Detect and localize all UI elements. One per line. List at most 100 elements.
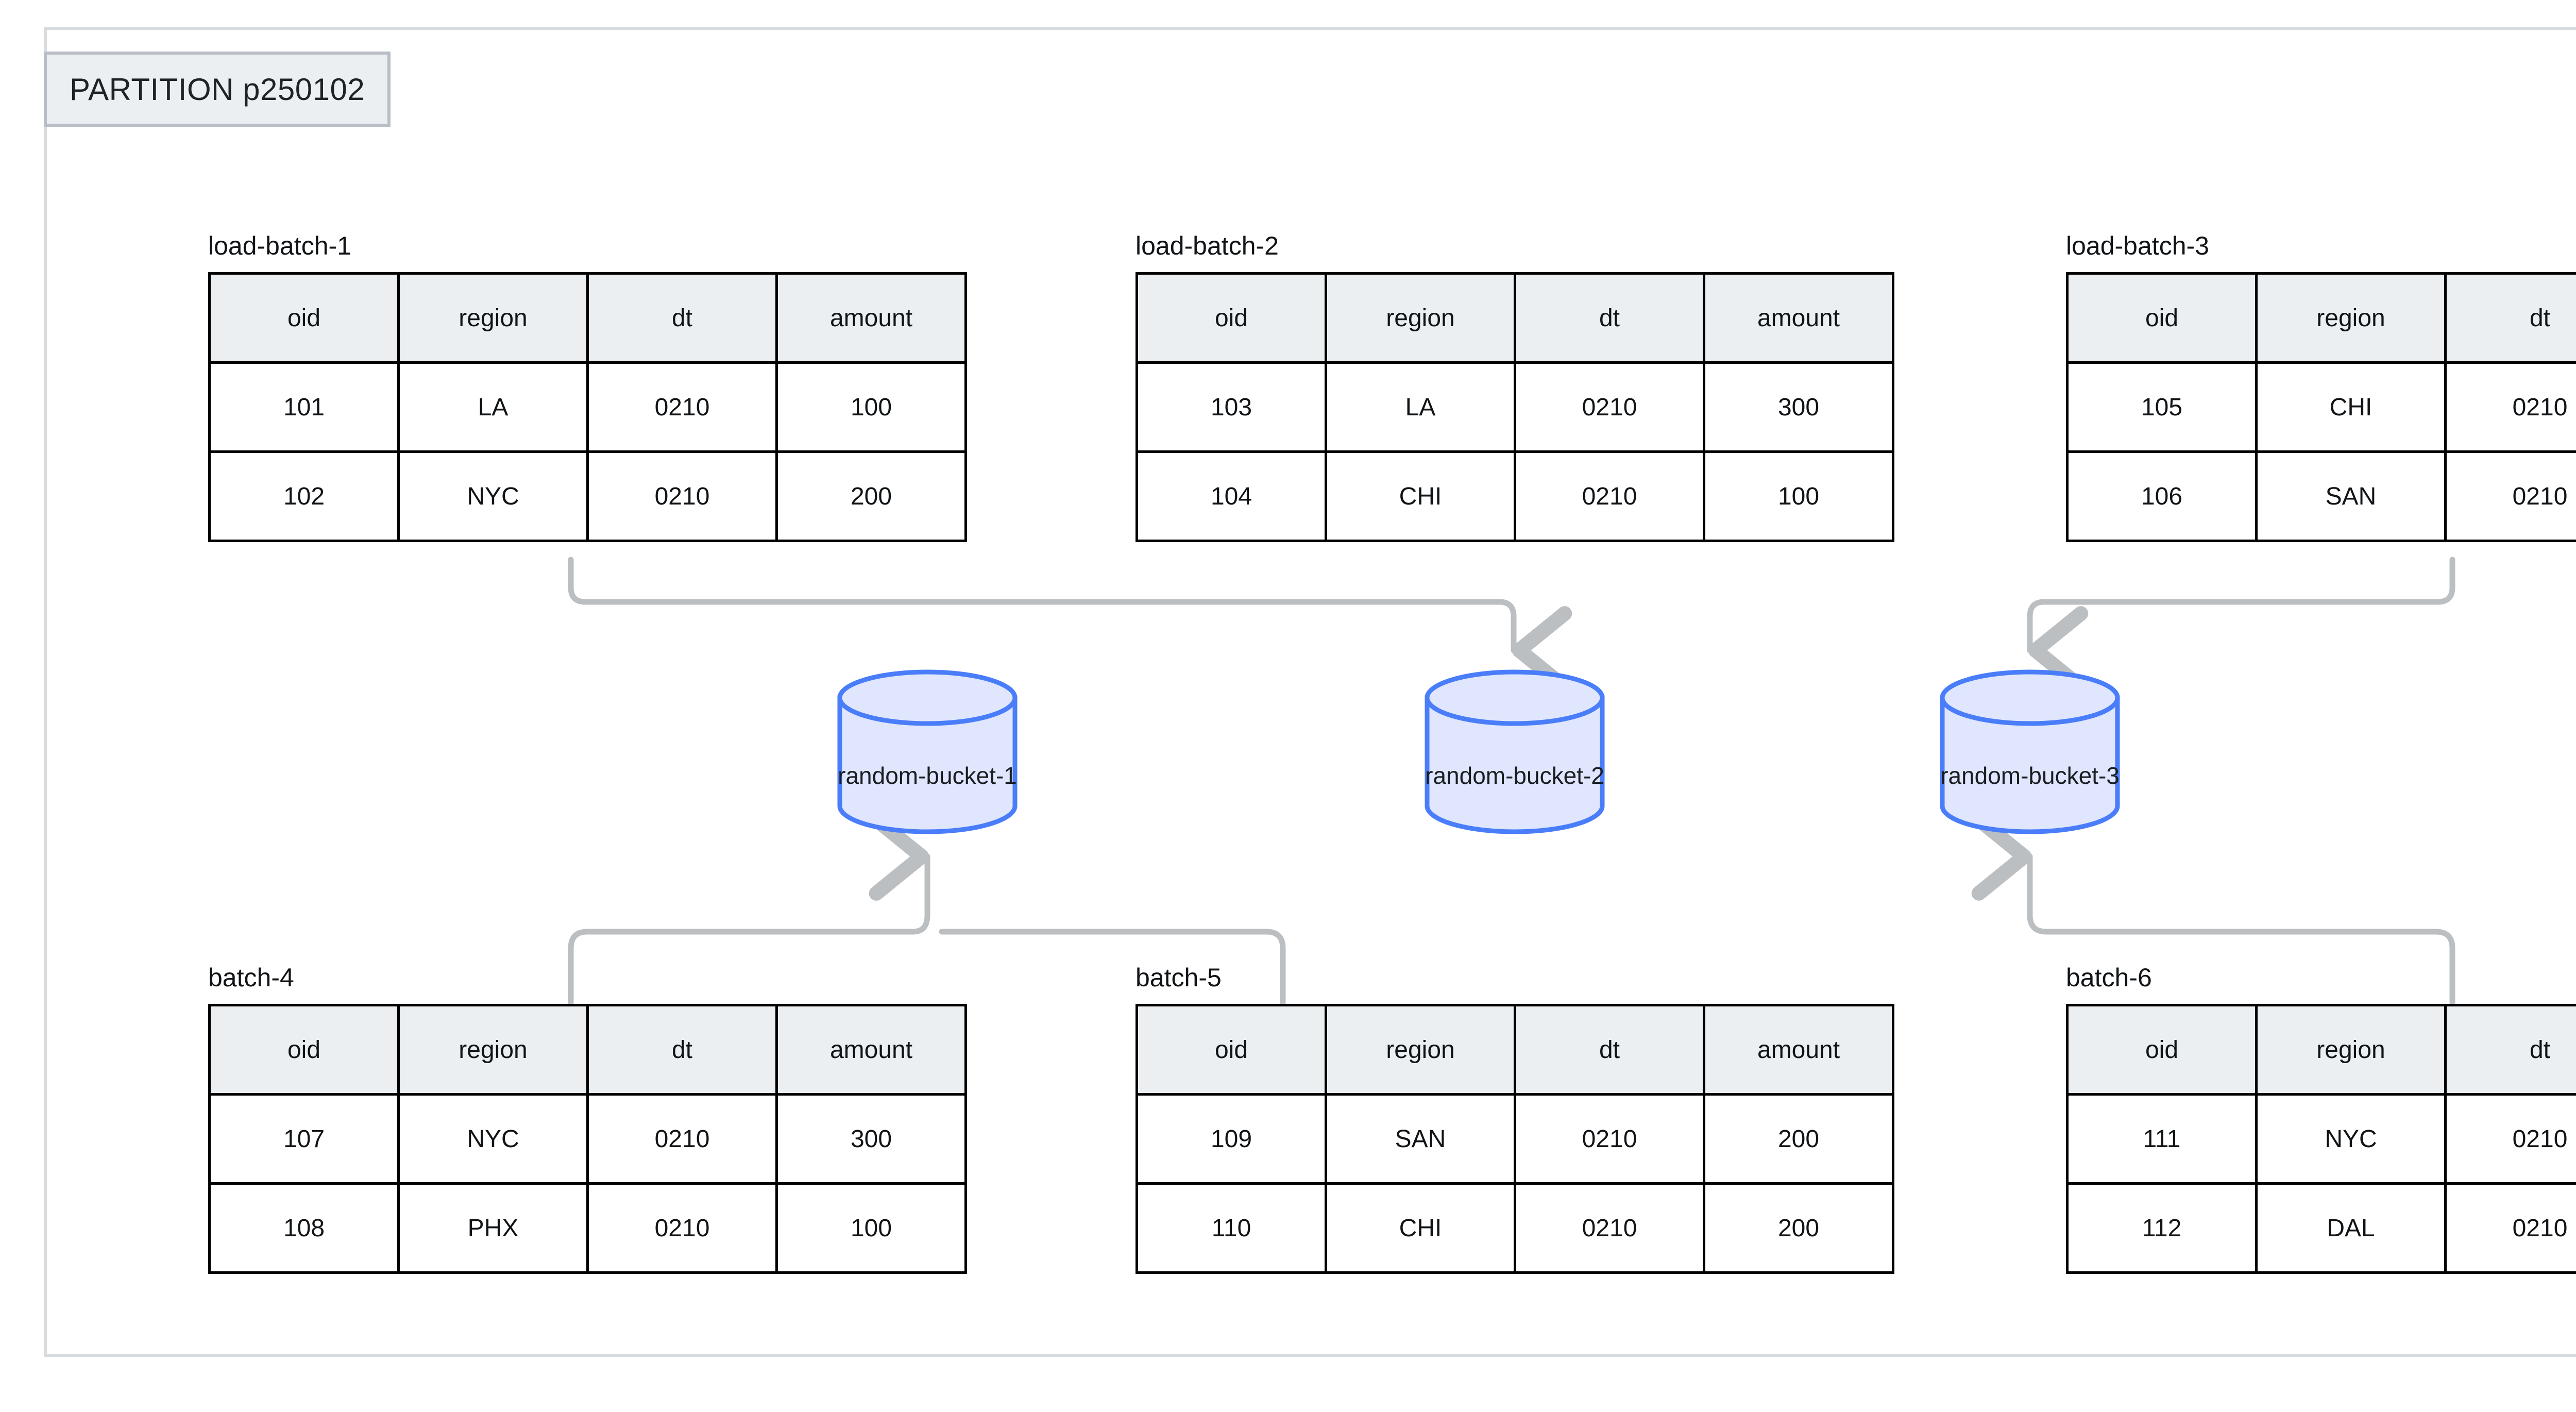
- cell-region: LA: [1325, 361, 1516, 453]
- table-row: 107 NYC 0210 300: [208, 1093, 967, 1185]
- cell-oid: 105: [2066, 361, 2258, 453]
- batch-table: oid region dt amount 107 NYC 0210 300 10…: [208, 1004, 967, 1274]
- cell-dt: 0210: [1514, 1182, 1705, 1274]
- batch-table: oid region dt amount 103 LA 0210 300 104…: [1136, 272, 1894, 542]
- table-row: 109 SAN 0210 200: [1136, 1093, 1894, 1185]
- cell-dt: 0210: [2444, 450, 2576, 542]
- batch-caption: batch-6: [2066, 963, 2152, 992]
- column-header-dt: dt: [586, 1004, 778, 1096]
- bucket-label: random-bucket-2: [1425, 762, 1604, 789]
- cell-dt: 0210: [586, 1182, 778, 1274]
- bucket-random-bucket-3[interactable]: random-bucket-3: [1939, 669, 2121, 835]
- cell-dt: 0210: [1514, 1093, 1705, 1185]
- cell-dt: 0210: [586, 361, 778, 453]
- cell-oid: 106: [2066, 450, 2258, 542]
- cell-amount: 200: [1703, 1093, 1894, 1185]
- table-row: 102 NYC 0210 200: [208, 450, 967, 542]
- bucket-label: random-bucket-3: [1940, 762, 2120, 789]
- column-header-dt: dt: [1514, 272, 1705, 364]
- batch-table: oid region dt amount 105 CHI 0210 200 10…: [2066, 272, 2576, 542]
- batch-block-batch-5: batch-5 oid region dt amount 109 SAN 021…: [1136, 965, 1894, 1274]
- cell-dt: 0210: [1514, 450, 1705, 542]
- table-row: 108 PHX 0210 100: [208, 1182, 967, 1274]
- column-header-dt: dt: [2444, 1004, 2576, 1096]
- table-row: 112 DAL 0210 200: [2066, 1182, 2576, 1274]
- cell-oid: 103: [1136, 361, 1327, 453]
- database-cylinder-icon: [1425, 669, 1605, 834]
- cell-dt: 0210: [2444, 1093, 2576, 1185]
- batch-block-load-batch-1: load-batch-1 oid region dt amount 101 LA…: [208, 233, 967, 542]
- batch-caption: batch-4: [208, 963, 294, 992]
- table-header-row: oid region dt amount: [208, 272, 967, 364]
- column-header-region: region: [397, 272, 589, 364]
- column-header-oid: oid: [2066, 272, 2258, 364]
- batch-caption: load-batch-2: [1136, 231, 1279, 260]
- column-header-region: region: [2255, 272, 2447, 364]
- cell-region: LA: [397, 361, 589, 453]
- cell-region: PHX: [397, 1182, 589, 1274]
- cell-region: CHI: [1325, 1182, 1516, 1274]
- cell-region: NYC: [2255, 1093, 2447, 1185]
- column-header-dt: dt: [2444, 272, 2576, 364]
- table-header-row: oid region dt amount: [1136, 272, 1894, 364]
- database-cylinder-icon: [837, 669, 1018, 834]
- cell-region: NYC: [397, 1093, 589, 1185]
- batch-block-batch-4: batch-4 oid region dt amount 107 NYC 021…: [208, 965, 967, 1274]
- cell-amount: 200: [1703, 1182, 1894, 1274]
- bucket-random-bucket-2[interactable]: random-bucket-2: [1424, 669, 1605, 835]
- column-header-region: region: [397, 1004, 589, 1096]
- batch-block-load-batch-3: load-batch-3 oid region dt amount 105 CH…: [2066, 233, 2576, 542]
- batch-table: oid region dt amount 111 NYC 0210 100 11…: [2066, 1004, 2576, 1274]
- column-header-oid: oid: [208, 1004, 400, 1096]
- cell-region: CHI: [1325, 450, 1516, 542]
- cell-oid: 108: [208, 1182, 400, 1274]
- cell-region: DAL: [2255, 1182, 2447, 1274]
- cell-oid: 112: [2066, 1182, 2258, 1274]
- column-header-amount: amount: [775, 272, 967, 364]
- column-header-dt: dt: [1514, 1004, 1705, 1096]
- cell-dt: 0210: [586, 1093, 778, 1185]
- cell-amount: 300: [1703, 361, 1894, 453]
- cell-region: NYC: [397, 450, 589, 542]
- cell-oid: 109: [1136, 1093, 1327, 1185]
- cell-oid: 107: [208, 1093, 400, 1185]
- cell-oid: 111: [2066, 1093, 2258, 1185]
- cell-dt: 0210: [2444, 1182, 2576, 1274]
- table-header-row: oid region dt amount: [2066, 1004, 2576, 1096]
- partition-label: PARTITION p250102: [44, 52, 391, 127]
- cell-region: SAN: [2255, 450, 2447, 542]
- batch-caption: load-batch-1: [208, 231, 351, 260]
- column-header-region: region: [2255, 1004, 2447, 1096]
- batch-caption: batch-5: [1136, 963, 1222, 992]
- column-header-oid: oid: [1136, 272, 1327, 364]
- bucket-random-bucket-1[interactable]: random-bucket-1: [837, 669, 1018, 835]
- column-header-oid: oid: [2066, 1004, 2258, 1096]
- column-header-amount: amount: [775, 1004, 967, 1096]
- table-row: 106 SAN 0210 100: [2066, 450, 2576, 542]
- cell-amount: 200: [775, 450, 967, 542]
- cell-oid: 101: [208, 361, 400, 453]
- cell-oid: 104: [1136, 450, 1327, 542]
- cell-oid: 110: [1136, 1182, 1327, 1274]
- table-row: 101 LA 0210 100: [208, 361, 967, 453]
- cell-region: CHI: [2255, 361, 2447, 453]
- column-header-region: region: [1325, 1004, 1516, 1096]
- table-header-row: oid region dt amount: [2066, 272, 2576, 364]
- column-header-amount: amount: [1703, 272, 1894, 364]
- cell-amount: 100: [775, 361, 967, 453]
- cell-amount: 300: [775, 1093, 967, 1185]
- table-header-row: oid region dt amount: [1136, 1004, 1894, 1096]
- column-header-oid: oid: [208, 272, 400, 364]
- batch-block-load-batch-2: load-batch-2 oid region dt amount 103 LA…: [1136, 233, 1894, 542]
- bucket-label: random-bucket-1: [838, 762, 1017, 789]
- column-header-amount: amount: [1703, 1004, 1894, 1096]
- cell-region: SAN: [1325, 1093, 1516, 1185]
- batch-table: oid region dt amount 101 LA 0210 100 102…: [208, 272, 967, 542]
- cell-dt: 0210: [1514, 361, 1705, 453]
- batch-block-batch-6: batch-6 oid region dt amount 111 NYC 021…: [2066, 965, 2576, 1274]
- column-header-oid: oid: [1136, 1004, 1327, 1096]
- cell-amount: 100: [1703, 450, 1894, 542]
- batch-table: oid region dt amount 109 SAN 0210 200 11…: [1136, 1004, 1894, 1274]
- column-header-region: region: [1325, 272, 1516, 364]
